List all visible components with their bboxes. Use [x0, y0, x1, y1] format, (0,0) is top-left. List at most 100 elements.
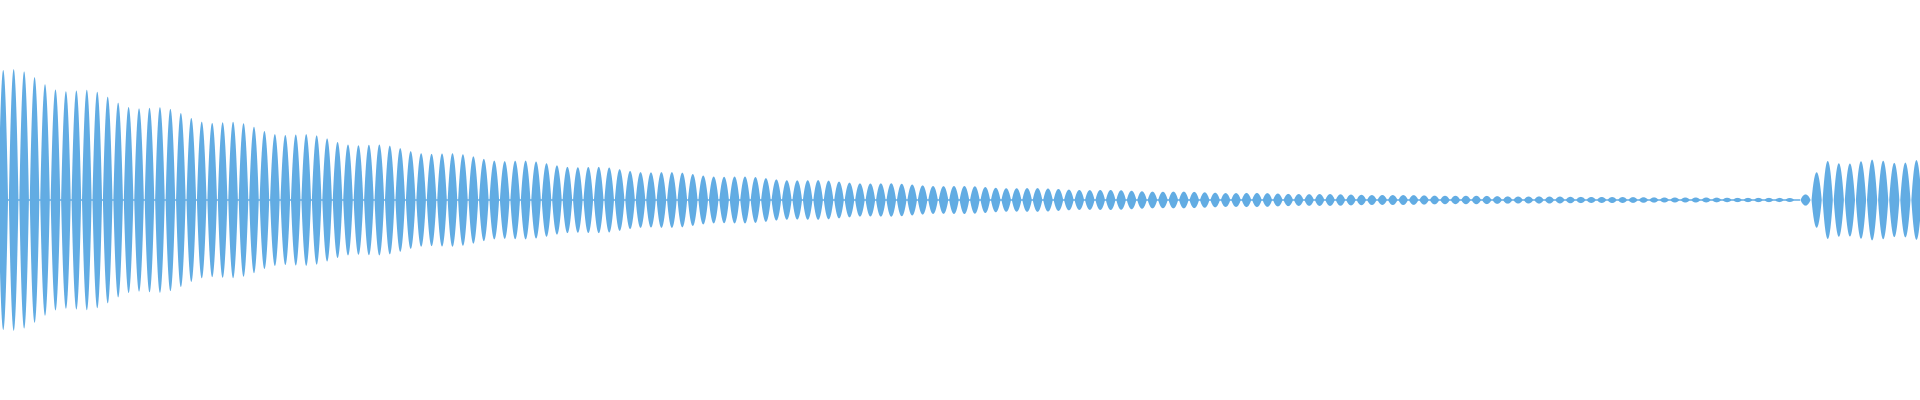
- waveform-cycle: [1753, 197, 1764, 203]
- waveform-cycle: [1866, 159, 1878, 241]
- waveform-cycle: [677, 172, 688, 228]
- waveform-cycle: [1523, 196, 1534, 204]
- waveform-cycle: [1304, 194, 1314, 206]
- waveform-cycle: [1022, 188, 1032, 212]
- waveform-cycle: [8, 69, 19, 331]
- waveform-cycle: [217, 122, 228, 278]
- waveform-cycle: [228, 121, 238, 279]
- waveform-cycle: [708, 176, 719, 224]
- waveform-cycle: [719, 176, 729, 224]
- waveform-cycle: [405, 151, 416, 249]
- waveform-cycle: [1638, 197, 1649, 203]
- waveform-cycle: [196, 121, 207, 279]
- waveform-cycle: [1001, 188, 1012, 212]
- waveform-cycle: [928, 185, 938, 215]
- waveform-cycle: [40, 84, 50, 316]
- waveform-cycle: [729, 176, 740, 224]
- waveform-cycle: [1911, 160, 1920, 240]
- waveform-cycle: [1252, 192, 1262, 208]
- waveform-cycle: [844, 182, 855, 218]
- waveform-cycle: [1649, 197, 1659, 203]
- waveform-cycle: [426, 153, 437, 247]
- waveform-cycle: [1231, 192, 1241, 208]
- waveform-cycle: [656, 172, 667, 228]
- waveform-cycle: [1701, 197, 1712, 203]
- waveform-cycle: [364, 144, 374, 256]
- waveform-cycle: [959, 185, 970, 215]
- waveform-cycle: [479, 158, 489, 242]
- waveform-cycle: [343, 144, 353, 256]
- waveform-cycle: [1471, 195, 1482, 205]
- waveform-cycle: [1158, 191, 1168, 209]
- waveform-cycle: [50, 89, 61, 311]
- waveform-cycle: [499, 161, 510, 239]
- waveform-cycle: [1011, 188, 1022, 212]
- waveform-cycle: [1844, 163, 1856, 237]
- waveform-cycle: [938, 186, 949, 214]
- waveform-cycle: [1377, 195, 1388, 205]
- waveform-cycle: [740, 176, 750, 224]
- waveform-cycle: [1513, 196, 1523, 204]
- waveform-cycle: [667, 172, 677, 228]
- waveform-cycle: [1126, 190, 1137, 210]
- waveform-cycle: [573, 167, 583, 233]
- waveform-cycle: [1210, 192, 1220, 208]
- waveform-cycle: [1690, 197, 1701, 203]
- waveform-cycle: [458, 154, 468, 246]
- waveform-cycle: [238, 123, 249, 277]
- waveform-cycle: [886, 183, 897, 217]
- waveform-cycle: [155, 107, 165, 293]
- waveform-cycle: [29, 77, 40, 323]
- waveform-cycle: [1419, 195, 1429, 205]
- waveform-cycle: [865, 183, 876, 217]
- waveform-cycle: [1534, 196, 1544, 204]
- waveform-cycle: [71, 90, 82, 310]
- waveform-cycle: [1576, 196, 1586, 204]
- waveform-cycle: [0, 70, 9, 330]
- waveform-cycle: [1241, 192, 1252, 208]
- waveform-cycle: [1398, 194, 1409, 206]
- waveform-cycle: [186, 118, 197, 282]
- waveform-cycle: [980, 186, 991, 214]
- waveform-cycle: [1659, 197, 1670, 203]
- waveform-cycle: [353, 145, 364, 255]
- waveform-cycle: [395, 148, 406, 252]
- waveform-cycle: [834, 181, 844, 219]
- waveform-cycle: [374, 144, 385, 256]
- waveform-cycle: [1440, 195, 1450, 205]
- waveform-cycle: [510, 160, 520, 240]
- waveform-cycle: [176, 113, 186, 287]
- waveform-cycle: [1220, 192, 1231, 208]
- waveform-cycle: [134, 108, 144, 292]
- waveform-cycle: [1314, 194, 1325, 206]
- waveform-cycle: [1084, 190, 1095, 210]
- waveform-cycle: [113, 102, 123, 298]
- waveform-cycle: [259, 131, 270, 269]
- waveform-cycle: [813, 180, 823, 220]
- waveform-cycle: [552, 165, 562, 235]
- waveform-cycle: [1492, 196, 1503, 204]
- waveform-cycle: [1711, 197, 1722, 203]
- waveform-cycle: [1461, 195, 1471, 205]
- waveform-cycle: [1722, 197, 1732, 203]
- waveform-cycle: [583, 166, 594, 234]
- waveform-cycle: [1555, 196, 1565, 204]
- waveform-cycle: [855, 183, 865, 217]
- waveform-cycle: [1116, 190, 1126, 210]
- waveform-cycle: [1784, 198, 1795, 202]
- waveform-cycle: [1670, 197, 1680, 203]
- waveform-cycle: [541, 163, 552, 237]
- waveform-cycle: [1262, 193, 1273, 207]
- waveform-cycle: [1617, 197, 1628, 203]
- waveform-cycle: [61, 91, 71, 309]
- waveform-cycle: [1732, 197, 1743, 203]
- waveform-cycle: [249, 126, 259, 274]
- waveform-cycle: [604, 167, 614, 233]
- waveform-cycle: [792, 180, 803, 220]
- waveform-cycle: [593, 166, 604, 234]
- waveform-cycle: [1387, 194, 1398, 206]
- waveform-cycle: [1502, 196, 1513, 204]
- waveform-cycle: [290, 134, 301, 266]
